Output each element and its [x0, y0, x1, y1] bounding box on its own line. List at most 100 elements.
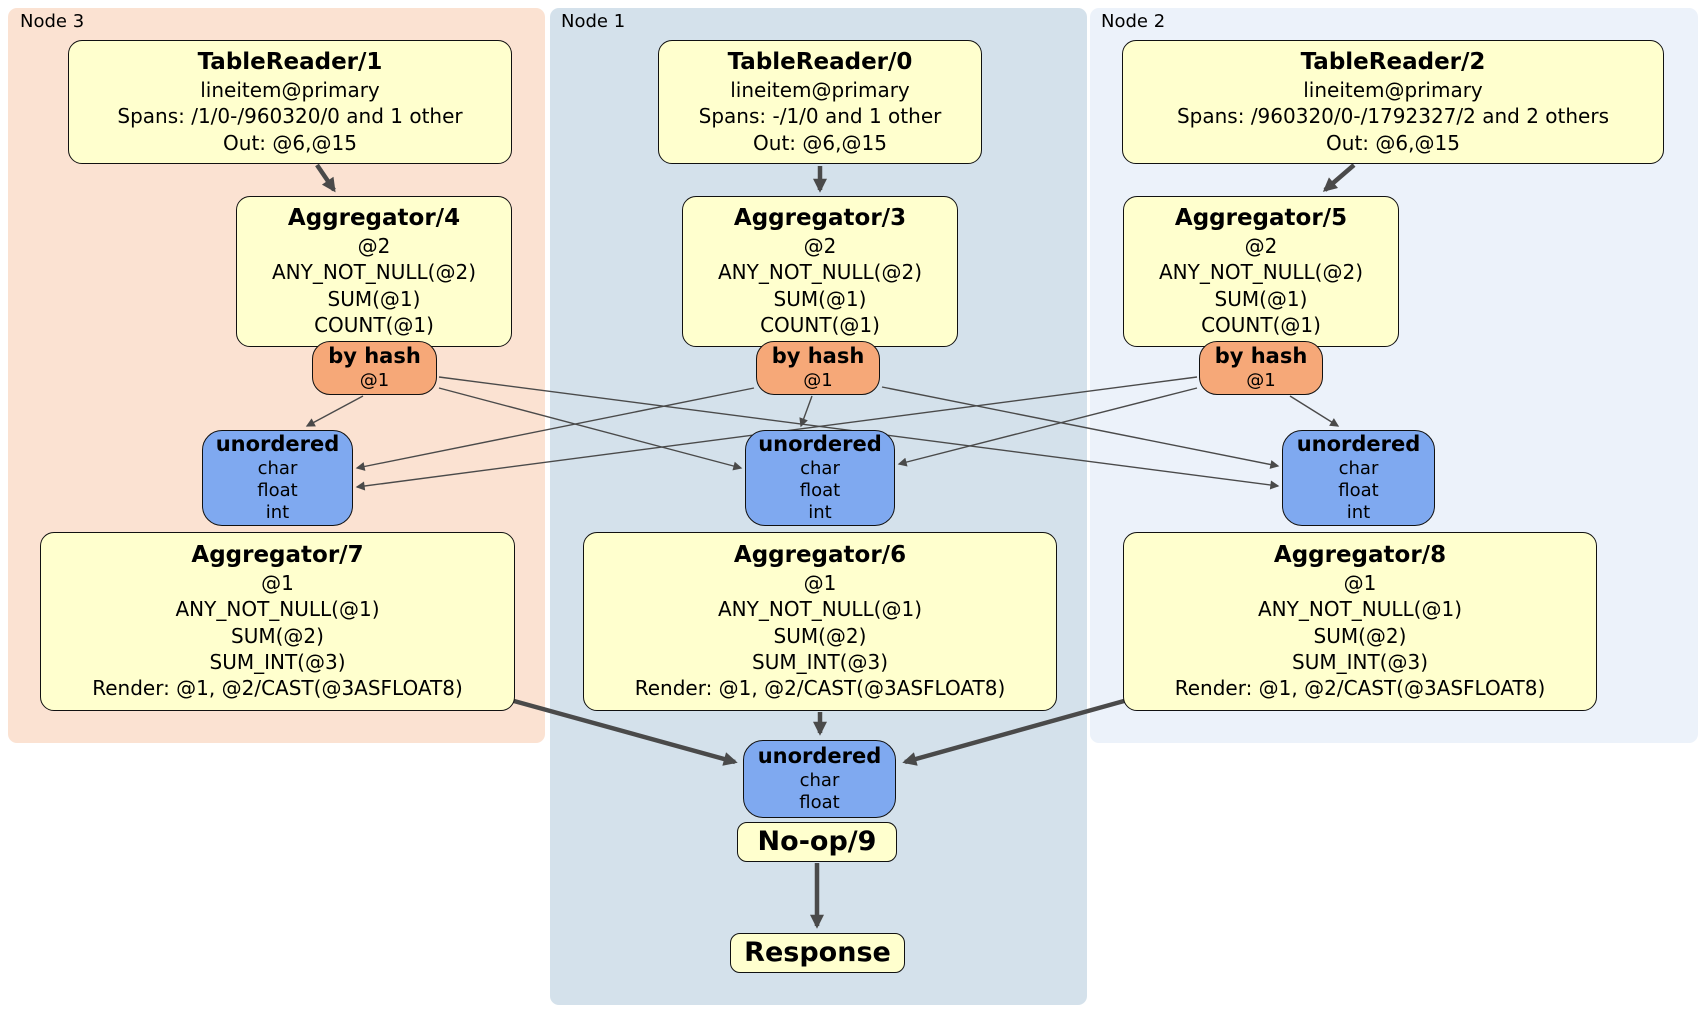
aggregator7-fn2: SUM(@2): [231, 623, 324, 648]
unordered-node2-col3: int: [1346, 501, 1371, 523]
edge-aggregator7-unordered-final: [513, 698, 738, 766]
unordered-sync-node2: unordered char float int: [1282, 430, 1435, 526]
edge-hash1-unordered1: [799, 395, 813, 428]
unordered-node1-title: unordered: [758, 432, 882, 457]
aggregator6-box: Aggregator/6 @1 ANY_NOT_NULL(@1) SUM(@2)…: [583, 532, 1057, 711]
aggregator3-title: Aggregator/3: [733, 205, 907, 232]
unordered-node2-col2: float: [1338, 479, 1379, 501]
edge-hash3-unordered1: [438, 387, 743, 471]
aggregator4-fn1: ANY_NOT_NULL(@2): [272, 260, 476, 285]
aggregator6-group: @1: [803, 570, 837, 595]
unordered-sync-node3: unordered char float int: [202, 430, 353, 526]
unordered-final-col2: float: [799, 791, 840, 813]
edge-hash2-unordered2: [1289, 395, 1340, 427]
aggregator7-group: @1: [261, 570, 294, 595]
aggregator4-box: Aggregator/4 @2 ANY_NOT_NULL(@2) SUM(@1)…: [236, 196, 512, 347]
tablereader1-box: TableReader/1 lineitem@primary Spans: /1…: [68, 40, 512, 164]
hash-node2-title: by hash: [1214, 344, 1308, 369]
tablereader2-index: lineitem@primary: [1303, 77, 1483, 102]
hash-node2-key: @1: [1246, 369, 1276, 391]
unordered-node3-title: unordered: [215, 432, 340, 457]
hash-node1-key: @1: [803, 369, 833, 391]
tablereader2-title: TableReader/2: [1300, 49, 1486, 76]
hash-node3-title: by hash: [328, 344, 421, 369]
aggregator4-fn3: COUNT(@1): [314, 313, 434, 338]
aggregator7-box: Aggregator/7 @1 ANY_NOT_NULL(@1) SUM(@2)…: [40, 532, 515, 711]
hash-router-node3: by hash @1: [312, 341, 437, 395]
unordered-node1-col2: float: [799, 479, 841, 501]
tablereader2-box: TableReader/2 lineitem@primary Spans: /9…: [1122, 40, 1664, 164]
unordered-node3-col3: int: [265, 501, 290, 523]
tablereader2-out: Out: @6,@15: [1326, 130, 1460, 155]
tablereader1-spans: Spans: /1/0-/960320/0 and 1 other: [117, 104, 463, 129]
aggregator3-fn1: ANY_NOT_NULL(@2): [718, 260, 922, 285]
aggregator8-fn2: SUM(@2): [1313, 623, 1407, 648]
tablereader1-out: Out: @6,@15: [223, 130, 357, 155]
unordered-final-col1: char: [799, 769, 840, 791]
aggregator7-title: Aggregator/7: [191, 542, 364, 569]
aggregator4-group: @2: [357, 234, 391, 259]
unordered-sync-node1: unordered char float int: [745, 430, 895, 526]
tablereader0-index: lineitem@primary: [730, 77, 910, 102]
aggregator3-group: @2: [803, 234, 837, 259]
tablereader1-index: lineitem@primary: [200, 77, 380, 102]
unordered-node1-col3: int: [808, 501, 832, 523]
aggregator4-title: Aggregator/4: [287, 205, 461, 232]
noop-title: No-op/9: [757, 826, 877, 858]
unordered-node3-col2: float: [257, 479, 298, 501]
unordered-node2-title: unordered: [1296, 432, 1421, 457]
aggregator5-fn1: ANY_NOT_NULL(@2): [1159, 260, 1363, 285]
aggregator5-title: Aggregator/5: [1174, 205, 1348, 232]
aggregator3-box: Aggregator/3 @2 ANY_NOT_NULL(@2) SUM(@1)…: [682, 196, 958, 347]
unordered-node2-col1: char: [1338, 457, 1379, 479]
hash-node1-title: by hash: [771, 344, 865, 369]
aggregator6-fn2: SUM(@2): [773, 623, 867, 648]
aggregator6-fn3: SUM_INT(@3): [752, 650, 888, 675]
aggregator5-group: @2: [1244, 234, 1278, 259]
hash-router-node1: by hash @1: [756, 341, 880, 395]
tablereader2-spans: Spans: /960320/0-/1792327/2 and 2 others: [1176, 104, 1609, 129]
aggregator6-fn1: ANY_NOT_NULL(@1): [718, 597, 922, 622]
unordered-final-title: unordered: [757, 744, 882, 769]
hash-node3-key: @1: [359, 369, 390, 391]
node3-label: Node 3: [20, 11, 85, 32]
response-box: Response: [730, 933, 905, 973]
edge-hash1-unordered2: [881, 386, 1280, 469]
tablereader0-title: TableReader/0: [727, 49, 913, 76]
edge-tablereader2-aggregator5: [1322, 163, 1356, 192]
aggregator8-title: Aggregator/8: [1273, 542, 1447, 569]
node1-label: Node 1: [561, 11, 626, 32]
aggregator7-render: Render: @1, @2/CAST(@3ASFLOAT8): [92, 676, 463, 701]
aggregator6-render: Render: @1, @2/CAST(@3ASFLOAT8): [634, 676, 1006, 701]
aggregator4-fn2: SUM(@1): [327, 286, 421, 311]
aggregator7-fn1: ANY_NOT_NULL(@1): [175, 597, 380, 622]
unordered-node3-col1: char: [257, 457, 298, 479]
edge-hash3-unordered3: [305, 395, 364, 427]
edge-hash2-unordered1: [897, 387, 1198, 467]
aggregator3-fn3: COUNT(@1): [760, 313, 880, 338]
edge-aggregator8-unordered-final: [902, 698, 1125, 766]
aggregator8-render: Render: @1, @2/CAST(@3ASFLOAT8): [1174, 676, 1546, 701]
unordered-sync-final: unordered char float: [743, 740, 896, 818]
aggregator5-fn2: SUM(@1): [1214, 286, 1308, 311]
response-title: Response: [744, 937, 891, 969]
tablereader0-spans: Spans: -/1/0 and 1 other: [698, 104, 942, 129]
edge-hash1-unordered3: [355, 387, 755, 471]
aggregator8-fn1: ANY_NOT_NULL(@1): [1258, 597, 1462, 622]
aggregator8-fn3: SUM_INT(@3): [1292, 650, 1428, 675]
tablereader0-out: Out: @6,@15: [753, 130, 887, 155]
tablereader1-title: TableReader/1: [197, 49, 383, 76]
unordered-node1-col1: char: [800, 457, 840, 479]
edge-tablereader1-aggregator4: [315, 163, 336, 193]
aggregator7-fn3: SUM_INT(@3): [209, 650, 346, 675]
aggregator5-fn3: COUNT(@1): [1201, 313, 1321, 338]
tablereader0-box: TableReader/0 lineitem@primary Spans: -/…: [658, 40, 982, 164]
aggregator3-fn2: SUM(@1): [773, 286, 867, 311]
aggregator6-title: Aggregator/6: [733, 542, 907, 569]
aggregator8-group: @1: [1343, 570, 1377, 595]
hash-router-node2: by hash @1: [1199, 341, 1323, 395]
aggregator5-box: Aggregator/5 @2 ANY_NOT_NULL(@2) SUM(@1)…: [1123, 196, 1399, 347]
noop-box: No-op/9: [737, 822, 897, 862]
aggregator8-box: Aggregator/8 @1 ANY_NOT_NULL(@1) SUM(@2)…: [1123, 532, 1597, 711]
